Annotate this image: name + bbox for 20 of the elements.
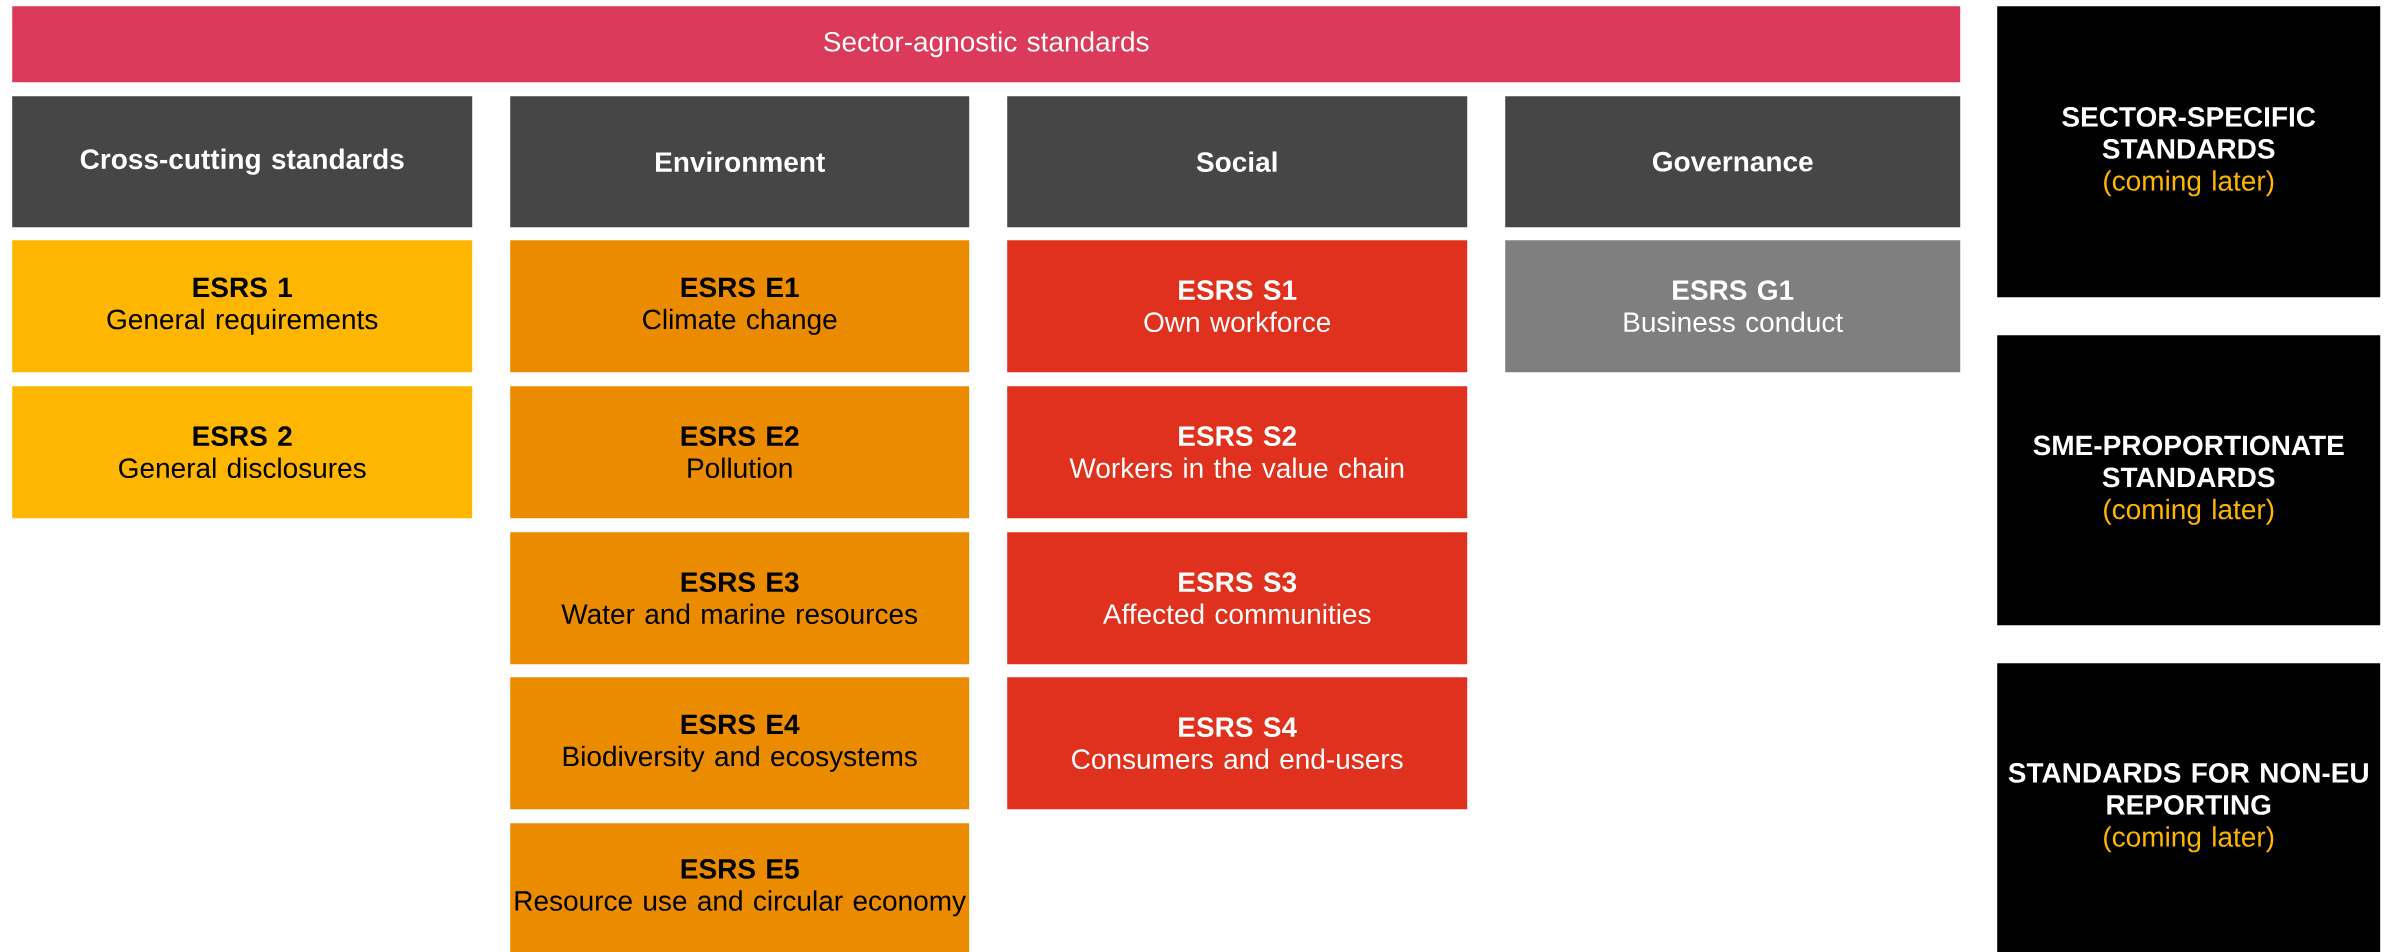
standard-box: SECTOR-SPECIFIC STANDARDS (coming later) — [1997, 6, 2381, 298]
banner: Sector-agnostic standards — [12, 6, 1961, 83]
column-header: Environment — [510, 96, 970, 228]
standard-box: STANDARDS FOR NON-EU REPORTING (coming later) — [1997, 663, 2381, 952]
column-header: Governance — [1505, 96, 1961, 228]
column-header: Cross-cutting standards — [12, 96, 473, 228]
standard-card: ESRS S2 Workers in the value chain — [1007, 386, 1468, 519]
column-header: Social — [1007, 96, 1468, 228]
standard-card: ESRS E4 Biodiversity and ecosystems — [510, 677, 970, 810]
standard-card: ESRS E1 Climate change — [510, 240, 970, 373]
standard-card: ESRS S4 Consumers and end-users — [1007, 677, 1468, 810]
standard-card: ESRS 2 General disclosures — [12, 386, 473, 519]
standard-box: SME-PROPORTIONATE STANDARDS (coming later) — [1997, 335, 2381, 626]
standard-card: ESRS E2 Pollution — [510, 386, 970, 519]
standard-card: ESRS S3 Affected communities — [1007, 532, 1468, 665]
standard-card: ESRS 1 General requirements — [12, 240, 473, 373]
standard-card: ESRS S1 Own workforce — [1007, 240, 1468, 373]
standard-card: ESRS E5 Resource use and circular economy — [510, 823, 970, 952]
standard-card: ESRS G1 Business conduct — [1505, 240, 1961, 373]
standard-card: ESRS E3 Water and marine resources — [510, 532, 970, 665]
